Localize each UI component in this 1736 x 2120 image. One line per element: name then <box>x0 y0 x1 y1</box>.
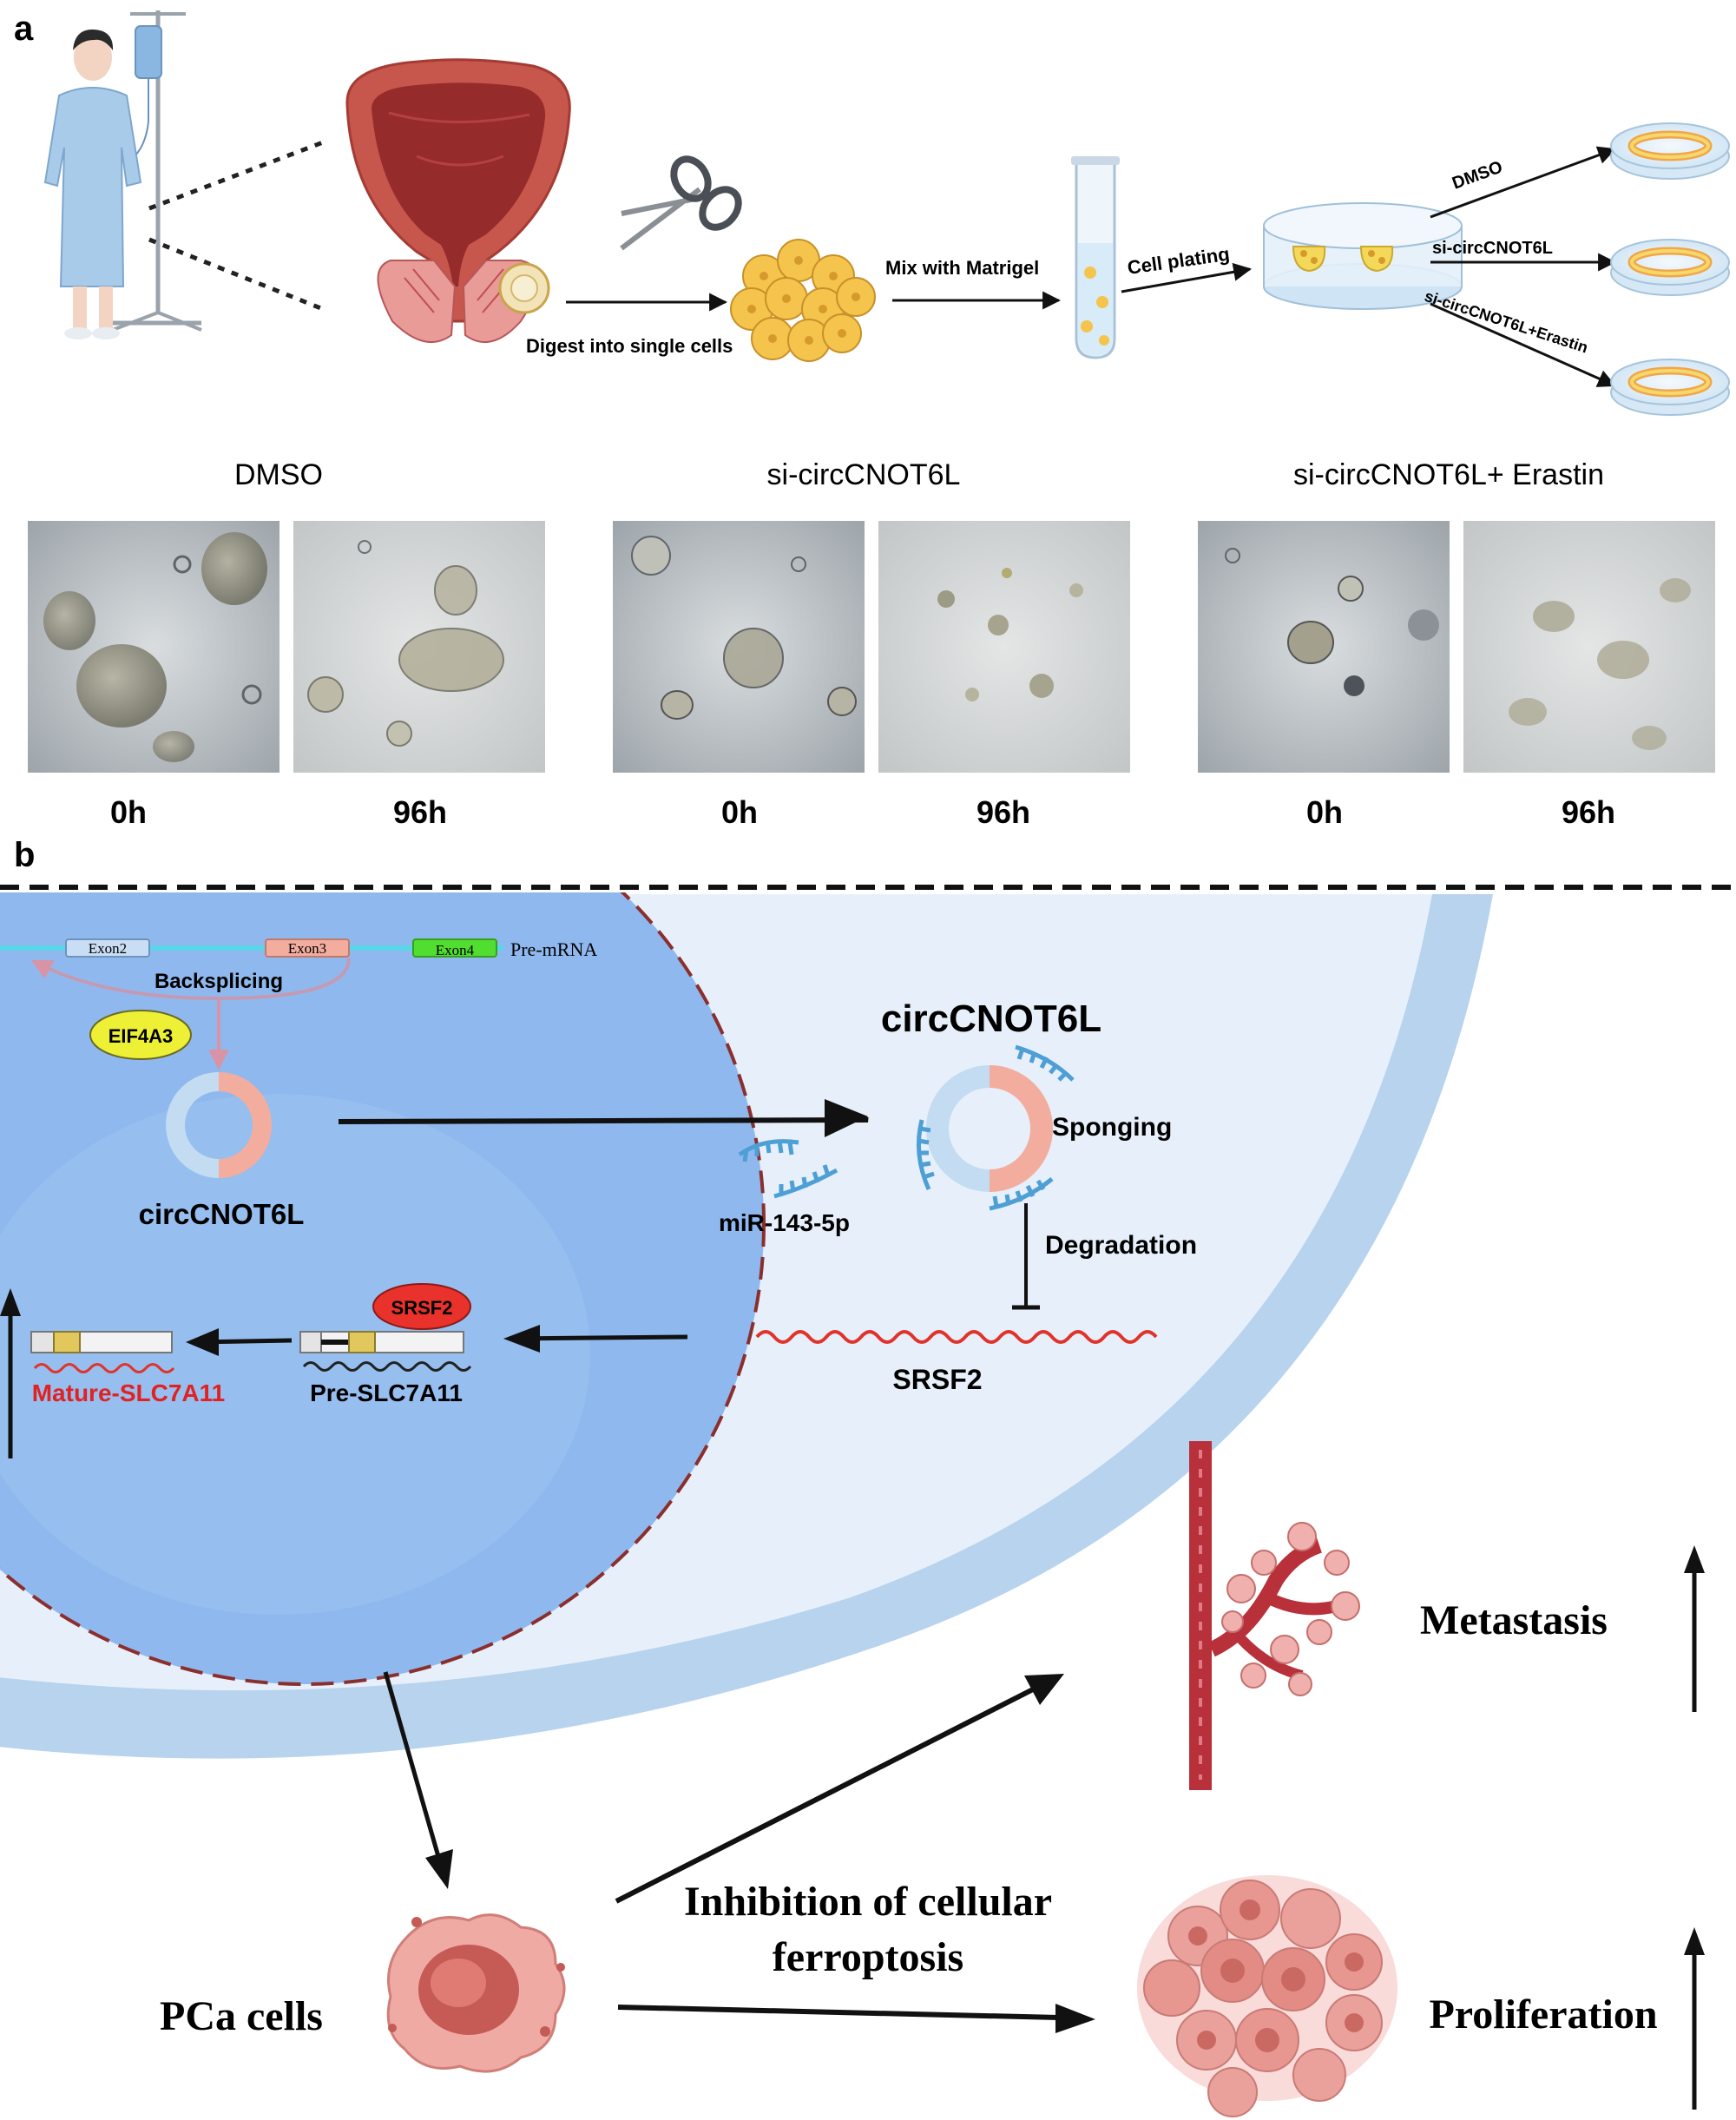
exon2-label: Exon2 <box>89 940 127 957</box>
proliferation-label: Proliferation <box>1429 1992 1657 2038</box>
pre-mrna-gene: Exon2 Exon3 Exon4 <box>0 938 503 958</box>
backsplicing-label: Backsplicing <box>155 970 283 993</box>
group-title-si: si-circCNOT6L <box>767 458 961 491</box>
premrna-label: Pre-mRNA <box>510 938 597 960</box>
patient-illustration <box>43 10 202 339</box>
circrna-cytoplasm-label: circCNOT6L <box>881 997 1101 1040</box>
mirna-free <box>738 1139 838 1199</box>
time-si-96h: 96h <box>976 794 1030 830</box>
time-si-0h: 0h <box>721 794 758 830</box>
test-tube <box>1071 156 1120 359</box>
petri-dish-si <box>1610 239 1730 296</box>
metastasis-label: Metastasis <box>1420 1597 1608 1643</box>
circrna-nucleus <box>166 1072 272 1178</box>
time-dmso-0h: 0h <box>110 794 147 830</box>
backsplicing-arrow <box>30 958 351 1001</box>
arrow-to-metastasis-shaft <box>615 1687 1035 1904</box>
tumor-cluster-illustration <box>1137 1875 1397 2117</box>
arrow-branch-dmso <box>1430 146 1616 219</box>
srsf2-import-arrowhead <box>503 1325 540 1353</box>
petri-dish-dmso <box>1610 122 1730 180</box>
zoom-line-bottom <box>148 237 324 312</box>
metastasis-up-arrowhead <box>1684 1545 1705 1573</box>
arrow-to-metastasis-head <box>1024 1674 1064 1705</box>
panel-a-label: a <box>14 10 34 48</box>
blood-vessel-illustration <box>1189 1441 1360 1790</box>
label-branch-si: si-circCNOT6L <box>1432 239 1553 258</box>
exon4-label: Exon4 <box>436 942 475 958</box>
splicing-arrowhead <box>186 1328 219 1356</box>
culture-plate <box>1263 202 1463 310</box>
micrograph-dmso-96h <box>293 521 545 773</box>
sponging-label: Sponging <box>1052 1113 1172 1142</box>
mirna-label: miR-143-5p <box>719 1209 850 1236</box>
label-branch-si-erastin: si-circCNOT6L+Erastin <box>1423 287 1590 357</box>
label-plating: Cell plating <box>1126 243 1231 279</box>
scissors-icon <box>620 155 742 251</box>
label-digest: Digest into single cells <box>526 335 733 357</box>
eif4a3-label: EIF4A3 <box>108 1025 174 1047</box>
degradation-label: Degradation <box>1045 1231 1197 1260</box>
srsf2-protein-label: SRSF2 <box>391 1297 453 1319</box>
mature-slc7a11-label: Mature-SLC7A11 <box>32 1379 226 1406</box>
arrow-branch-si-erastin <box>1430 302 1616 387</box>
group-title-dmso: DMSO <box>234 458 323 491</box>
export-arrowhead <box>825 1099 868 1137</box>
zoom-line-top <box>148 140 324 211</box>
time-si-erastin-0h: 0h <box>1306 794 1343 830</box>
pca-cell-illustration <box>386 1913 566 2073</box>
cell-nuclei <box>747 256 860 345</box>
prostate-illustration <box>345 58 571 343</box>
circrna-sponge <box>926 1065 1053 1192</box>
time-dmso-96h: 96h <box>393 794 447 830</box>
petri-dish-si-erastin <box>1610 359 1730 416</box>
srsf2-mrna-label: SRSF2 <box>892 1364 982 1395</box>
arrow-to-pca-head <box>425 1849 453 1889</box>
micrograph-si-erastin-0h <box>1198 521 1450 773</box>
label-branch-dmso: DMSO <box>1450 158 1505 194</box>
label-mix: Mix with Matrigel <box>885 257 1039 279</box>
panel-b-label: b <box>14 836 35 874</box>
upregulation-arrowhead <box>0 1288 21 1316</box>
arrow-plating <box>1121 262 1253 293</box>
inhibition-label-line2: ferroptosis <box>773 1934 963 1980</box>
pca-cells-label: PCa cells <box>160 1993 323 2039</box>
circrna-nucleus-label: circCNOT6L <box>139 1198 305 1230</box>
mirna-bound <box>916 1044 1075 1211</box>
exon3-label: Exon3 <box>288 940 326 957</box>
proliferation-up-arrowhead <box>1684 1927 1705 1955</box>
mature-slc7a11-transcript <box>30 1331 175 1373</box>
pre-slc7a11-transcript <box>299 1331 472 1372</box>
inhibition-label-line1: Inhibition of cellular <box>684 1879 1052 1925</box>
eif4a3-protein <box>89 1010 192 1060</box>
group-title-si-erastin: si-circCNOT6L+ Erastin <box>1293 458 1604 491</box>
micrograph-si-0h <box>613 521 865 773</box>
cell-cluster <box>730 239 876 362</box>
srsf2-mrna <box>755 1330 1158 1344</box>
time-si-erastin-96h: 96h <box>1562 794 1615 830</box>
arrow-to-proliferation-shaft <box>617 2005 1060 2020</box>
micrograph-si-96h <box>878 521 1130 773</box>
arrow-to-proliferation-head <box>1055 2004 1095 2033</box>
micrograph-dmso-0h <box>28 521 279 773</box>
srsf2-protein <box>372 1283 471 1330</box>
micrograph-si-erastin-96h <box>1463 521 1715 773</box>
pre-slc7a11-label: Pre-SLC7A11 <box>310 1379 463 1406</box>
arrow-to-pca-shaft <box>383 1671 442 1860</box>
